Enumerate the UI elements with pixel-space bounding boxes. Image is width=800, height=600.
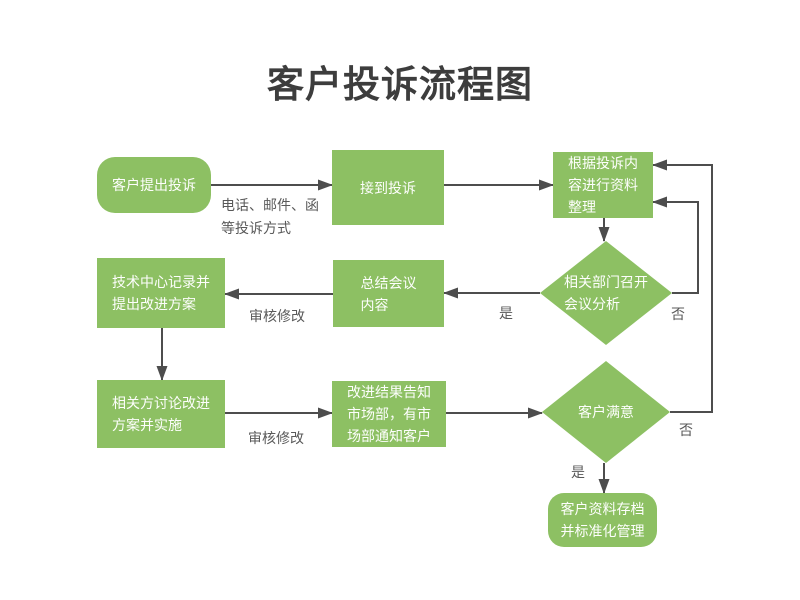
node-label: 接到投诉 bbox=[360, 179, 416, 196]
page-title: 客户投诉流程图 bbox=[267, 64, 533, 105]
flow-node-tech-center-record: 技术中心记录并 提出改进方案 bbox=[97, 258, 225, 328]
node-label: 根据投诉内 容进行资料 整理 bbox=[568, 155, 638, 215]
flow-node-discuss-implement: 相关方讨论改进 方案并实施 bbox=[97, 380, 225, 448]
node-label: 相关部门召开 会议分析 bbox=[564, 274, 648, 312]
edge-label-review-2: 审核修改 bbox=[248, 430, 304, 446]
node-label: 改进结果告知 市场部，有市 场部通知客户 bbox=[347, 384, 431, 444]
edge-label-complaint-method: 电话、邮件、函 等投诉方式 bbox=[221, 197, 319, 236]
flow-node-summarize-meeting: 总结会议 内容 bbox=[333, 260, 444, 327]
flow-node-start: 客户提出投诉 bbox=[97, 157, 211, 213]
branch-label-no-2: 否 bbox=[679, 422, 693, 438]
node-label: 相关方讨论改进 方案并实施 bbox=[112, 395, 210, 433]
node-label: 客户满意 bbox=[578, 404, 634, 420]
flow-node-receive-complaint: 接到投诉 bbox=[332, 150, 444, 225]
flow-node-organize-material: 根据投诉内 容进行资料 整理 bbox=[553, 152, 653, 218]
edge-label-review-1: 审核修改 bbox=[249, 308, 305, 324]
node-label: 客户提出投诉 bbox=[112, 177, 196, 193]
node-label: 客户资料存档 并标准化管理 bbox=[560, 501, 645, 539]
edge-satisfied-no-loop bbox=[652, 159, 713, 413]
flow-node-notify-market: 改进结果告知 市场部，有市 场部通知客户 bbox=[332, 381, 446, 447]
node-label: 技术中心记录并 提出改进方案 bbox=[112, 274, 210, 312]
edge-dept-meeting-no-loop bbox=[652, 196, 699, 294]
node-label: 总结会议 内容 bbox=[360, 274, 417, 313]
flow-node-archive: 客户资料存档 并标准化管理 bbox=[548, 493, 657, 547]
branch-label-yes-2: 是 bbox=[571, 464, 585, 480]
branch-label-yes-1: 是 bbox=[499, 305, 513, 321]
branch-label-no-1: 否 bbox=[671, 306, 685, 322]
